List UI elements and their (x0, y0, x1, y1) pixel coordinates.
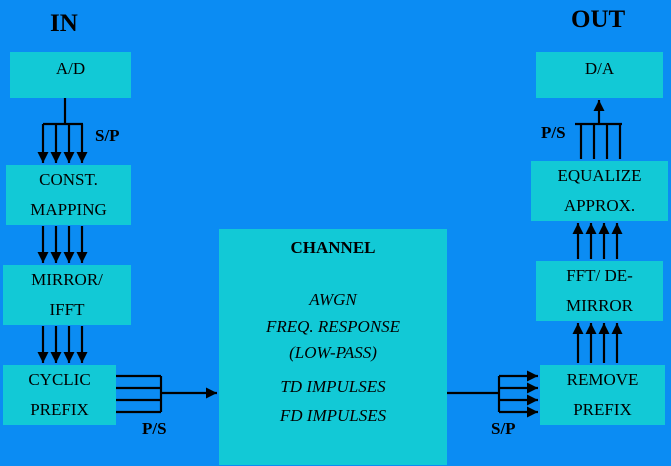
da-block: D/A (536, 52, 663, 98)
const-mapping-block: CONST. MAPPING (6, 165, 131, 225)
ps-out-label: P/S (541, 123, 566, 142)
sp-out-label: S/P (491, 419, 516, 438)
cyclic-prefix-label-1: CYCLIC (28, 370, 91, 389)
equalize-block: EQUALIZE APPROX. (531, 161, 668, 221)
const-mapping-label-1: CONST. (39, 170, 98, 189)
remove-prefix-label-2: PREFIX (573, 400, 632, 419)
remove-prefix-block: REMOVE PREFIX (540, 365, 665, 425)
cyclic-prefix-label-2: PREFIX (30, 400, 89, 419)
ad-label: A/D (55, 59, 86, 78)
channel-impairments: AWGN FREQ. RESPONSE (LOW-PASS) TD IMPULS… (219, 285, 447, 430)
equalize-label-1: EQUALIZE (557, 166, 642, 185)
channel-line-awgn: AWGN (309, 290, 357, 309)
sp-in-label: S/P (95, 126, 120, 145)
fft-demirror-block: FFT/ DE- MIRROR (536, 261, 663, 321)
mirror-ifft-block: MIRROR/ IFFT (3, 265, 131, 325)
channel-line-td-impulses: TD IMPULSES (280, 377, 386, 396)
fft-demirror-label-1: FFT/ DE- (566, 266, 633, 285)
mirror-ifft-label-1: MIRROR/ (31, 270, 103, 289)
ps-in-label: P/S (142, 419, 167, 438)
remove-prefix-label-1: REMOVE (566, 370, 639, 389)
in-heading: IN (50, 10, 78, 37)
fft-demirror-label-2: MIRROR (565, 296, 634, 315)
channel-line-freq-response: FREQ. RESPONSE (265, 317, 401, 336)
channel-line-low-pass: (LOW-PASS) (289, 343, 377, 362)
mirror-ifft-label-2: IFFT (49, 300, 85, 319)
out-heading: OUT (571, 6, 626, 33)
cyclic-prefix-block: CYCLIC PREFIX (3, 365, 116, 425)
channel-title: CHANNEL (290, 238, 376, 257)
da-label: D/A (584, 59, 615, 78)
channel-block: CHANNEL AWGN FREQ. RESPONSE (LOW-PASS) T… (219, 229, 447, 465)
equalize-label-2: APPROX. (563, 196, 636, 215)
channel-line-fd-impulses: FD IMPULSES (279, 406, 387, 425)
const-mapping-label-2: MAPPING (30, 200, 107, 219)
ad-block: A/D (10, 52, 131, 98)
